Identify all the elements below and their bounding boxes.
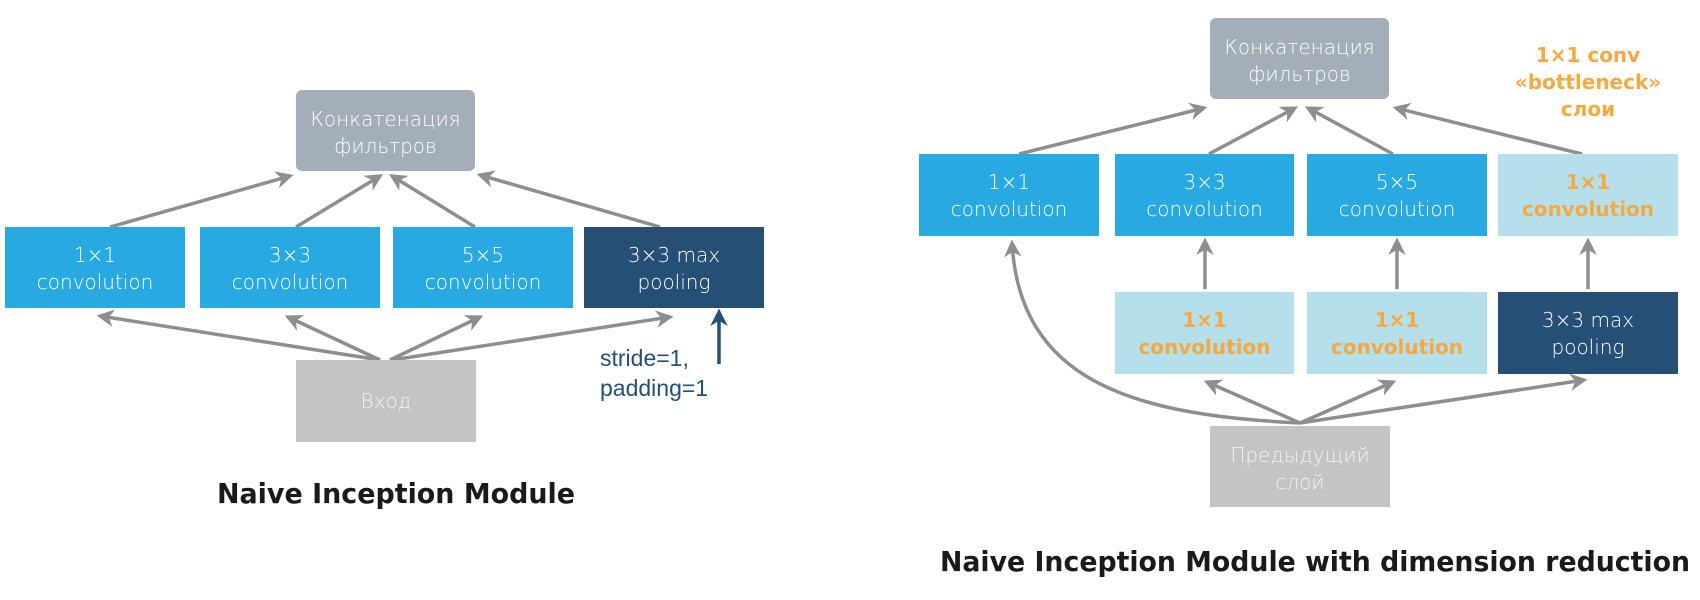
node-label-line2: convolution	[1138, 335, 1270, 359]
arrow-pooling-to-concat	[476, 170, 661, 229]
arrow-r3-to-concat	[1304, 106, 1394, 156]
node-label-line1: 1×1	[988, 170, 1030, 194]
branch-label-line2: convolution	[232, 270, 349, 294]
previous-layer-label-line2: слой	[1275, 470, 1324, 494]
naive-inception-diagram: Конкатенация фильтров 1×1 convolution 3×…	[5, 90, 764, 510]
arrow-1x1-to-concat	[109, 171, 294, 229]
arrow-input-to-1x1	[96, 309, 381, 362]
pooling-note-line2: padding=1	[600, 375, 708, 401]
node-label-line2: convolution	[1339, 197, 1456, 221]
bottleneck-note-line2: «bottleneck»	[1515, 70, 1661, 94]
arrow-prev-to-b3	[1299, 373, 1588, 425]
arrow-5x5-to-concat	[389, 174, 476, 229]
branch-label-line1: 1×1	[74, 243, 116, 267]
concat-label-line1: Конкатенация	[1224, 35, 1374, 59]
node-label-line1: 1×1	[1566, 170, 1611, 194]
bottleneck-note-line3: слои	[1561, 97, 1615, 121]
top-1x1-bottleneck-conv: 1×1 convolution	[1498, 154, 1678, 236]
arrow-prev-to-r1-curved	[1004, 239, 1301, 425]
branch-label-line1: 3×3 max	[628, 243, 720, 267]
node-label-line1: 1×1	[1182, 308, 1227, 332]
concat-label-line2: фильтров	[334, 134, 436, 158]
arrow-input-to-pooling	[391, 310, 674, 362]
node-label-line1: 3×3	[1183, 170, 1225, 194]
concat-label-line1: Конкатенация	[310, 107, 460, 131]
input-label: Вход	[361, 389, 412, 413]
arrow-input-to-5x5	[389, 315, 484, 362]
branch-label-line2: convolution	[37, 270, 154, 294]
top-1x1-conv: 1×1 convolution	[919, 154, 1099, 236]
node-label-line2: convolution	[951, 197, 1068, 221]
node-label-line2: convolution	[1522, 197, 1654, 221]
pooling-note-line1: stride=1,	[600, 345, 689, 371]
arrow-prev-to-b1	[1203, 379, 1301, 425]
concat-node: Конкатенация фильтров	[296, 90, 475, 171]
node-label-line1: 5×5	[1376, 170, 1418, 194]
concat-label-line2: фильтров	[1248, 62, 1350, 86]
branch-label-line1: 3×3	[269, 243, 311, 267]
input-node: Вход	[296, 360, 476, 442]
arrow-r4-to-concat	[1392, 102, 1583, 156]
previous-layer-node: Предыдущий слой	[1210, 426, 1390, 507]
node-label-line1: 1×1	[1375, 308, 1420, 332]
concat-node: Конкатенация фильтров	[1210, 18, 1389, 99]
arrow-r2-to-concat	[1208, 106, 1299, 156]
arrow-r1-to-concat	[1018, 102, 1208, 156]
branch-label-line1: 5×5	[462, 243, 504, 267]
bottom-1x1-bottleneck-conv-a: 1×1 convolution	[1115, 292, 1294, 374]
right-diagram-title: Naive Inception Module with dimension re…	[940, 545, 1690, 578]
arrow-input-to-3x3	[284, 315, 381, 362]
top-3x3-conv: 3×3 convolution	[1115, 154, 1294, 236]
node-label-line2: pooling	[1552, 335, 1625, 359]
branch-label-line2: convolution	[425, 270, 542, 294]
node-label-line2: convolution	[1331, 335, 1463, 359]
branch-label-line2: pooling	[638, 270, 711, 294]
node-label-line1: 3×3 max	[1542, 308, 1634, 332]
arrow-prev-to-b2	[1299, 379, 1397, 425]
arrow-3x3-to-concat	[295, 174, 383, 229]
left-diagram-title: Naive Inception Module	[217, 477, 575, 510]
branch-5x5-conv: 5×5 convolution	[393, 227, 573, 308]
node-label-line2: convolution	[1146, 197, 1263, 221]
dimension-reduction-diagram: Конкатенация фильтров 1×1 conv «bottlene…	[919, 18, 1690, 578]
previous-layer-label-line1: Предыдущий	[1230, 443, 1369, 467]
branch-3x3-max-pooling: 3×3 max pooling	[584, 227, 764, 308]
bottom-3x3-max-pooling: 3×3 max pooling	[1498, 292, 1678, 374]
bottleneck-note-line1: 1×1 conv	[1536, 43, 1640, 67]
branch-3x3-conv: 3×3 convolution	[200, 227, 380, 308]
top-5x5-conv: 5×5 convolution	[1307, 154, 1487, 236]
branch-1x1-conv: 1×1 convolution	[5, 227, 185, 308]
bottom-1x1-bottleneck-conv-b: 1×1 convolution	[1307, 292, 1487, 374]
